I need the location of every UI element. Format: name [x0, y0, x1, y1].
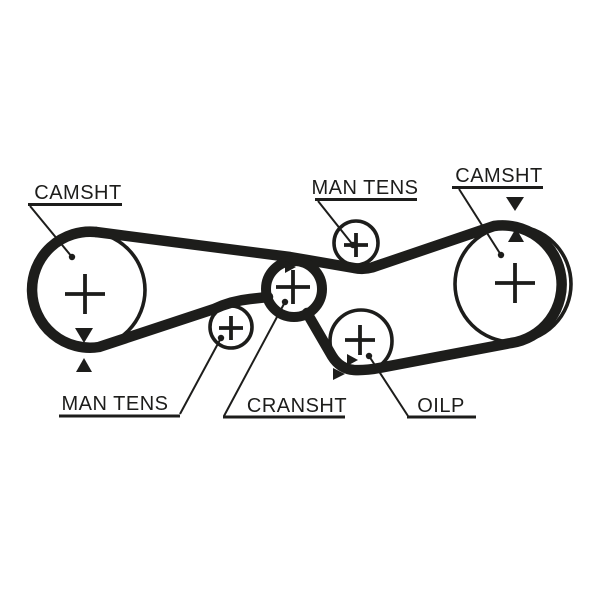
alignment-mark-right-up-triangle-icon: [508, 228, 524, 242]
camshaft-left-center-mark: [65, 274, 105, 314]
alignment-mark-right-down-triangle-icon: [506, 197, 524, 211]
tensioner-bottom-center-mark: [219, 316, 243, 340]
crankshaft-label: CRANSHT: [247, 395, 347, 417]
tensioner-top-leader-dot: [349, 241, 357, 249]
oil-pump-leader-line: [368, 355, 409, 417]
tensioner-bottom-leader-dot: [217, 334, 225, 342]
camshaft-right-label: CAMSHT: [455, 165, 542, 187]
camshaft-left-leader-line: [29, 205, 73, 258]
oil-pump-label: OILP: [417, 395, 465, 417]
crankshaft-leader-line: [223, 301, 286, 417]
camshaft-left-label: CAMSHT: [34, 182, 121, 204]
alignment-mark-oilpump-lower-right-triangle-icon: [333, 368, 345, 380]
alignment-mark-oilpump-upper-right-triangle-icon: [347, 354, 358, 366]
camshaft-right-leader-dot: [497, 251, 505, 259]
crankshaft-pulley: [261, 256, 327, 322]
camshaft-right-leader-line: [458, 188, 502, 256]
crankshaft-center-mark: [276, 270, 310, 304]
tensioner-bottom-label: MAN TENS: [62, 393, 169, 415]
timing-belt-lower-left-run: [26, 226, 274, 353]
oil-pump-leader-dot: [365, 352, 373, 360]
crankshaft-leader-dot: [281, 298, 289, 306]
alignment-mark-left-up-triangle-icon: [76, 358, 92, 372]
camshaft-left-leader-dot: [68, 253, 76, 261]
alignment-mark-left-down-triangle-icon: [75, 328, 93, 343]
tensioner-bottom-leader-line: [179, 337, 222, 415]
oil-pump-center-mark: [345, 325, 375, 355]
timing-belt-upper-run: [90, 220, 567, 376]
tensioner-top-label: MAN TENS: [312, 177, 419, 199]
alignment-mark-crankshaft-right-triangle-icon: [285, 261, 296, 273]
camshaft-right-center-mark: [495, 263, 535, 303]
tensioner-top-leader-line: [317, 200, 354, 246]
